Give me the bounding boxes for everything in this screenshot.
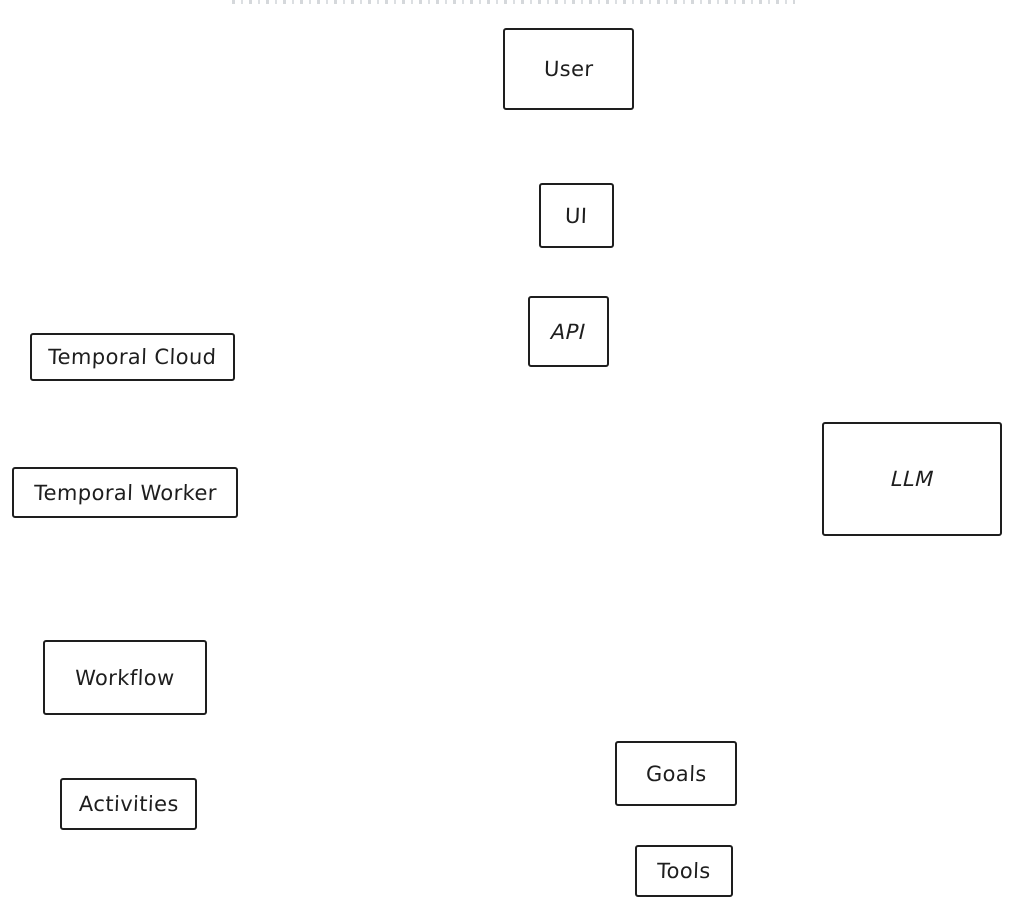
clipped-text-remnant	[232, 0, 795, 4]
node-label: Temporal Cloud	[47, 345, 218, 369]
node-label: Temporal Worker	[33, 480, 217, 505]
node-tools[interactable]: Tools	[635, 845, 733, 897]
node-workflow[interactable]: Workflow	[43, 640, 207, 715]
node-label: API	[550, 319, 587, 344]
node-label: User	[543, 57, 594, 81]
node-api[interactable]: API	[528, 296, 609, 367]
node-label: UI	[564, 203, 589, 228]
node-label: Goals	[645, 761, 707, 786]
node-label: LLM	[890, 467, 934, 491]
node-temporal-cloud[interactable]: Temporal Cloud	[30, 333, 235, 381]
node-llm[interactable]: LLM	[822, 422, 1002, 536]
node-temporal-worker[interactable]: Temporal Worker	[12, 467, 238, 518]
node-ui[interactable]: UI	[539, 183, 614, 248]
node-user[interactable]: User	[503, 28, 634, 110]
node-label: Workflow	[74, 665, 176, 690]
node-label: Tools	[656, 859, 712, 883]
node-goals[interactable]: Goals	[615, 741, 737, 806]
node-activities[interactable]: Activities	[60, 778, 197, 830]
node-label: Activities	[78, 792, 179, 816]
